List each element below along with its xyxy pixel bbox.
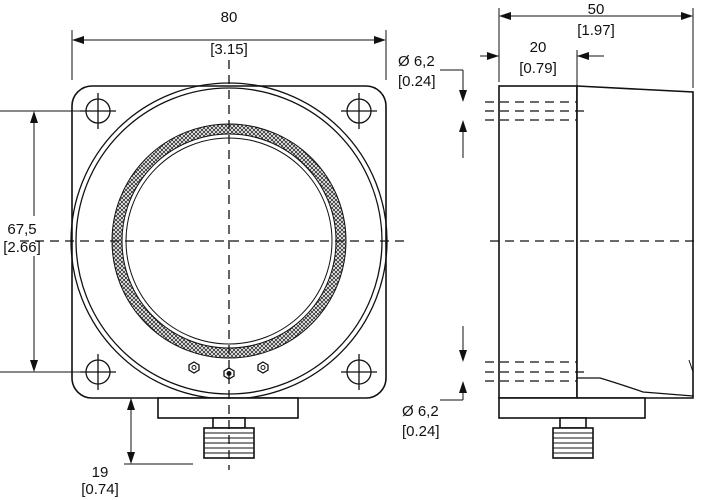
dimension-height: 67,5 [2.66] [0, 110, 86, 373]
dimension-depth-total-imperial: [1.97] [577, 22, 615, 39]
side-rear-bevel [577, 377, 694, 397]
indicator-led-right [257, 361, 269, 374]
indicator-led-left [188, 361, 200, 374]
dimension-depth-front: 20 [0.79] [480, 39, 604, 86]
side-front-section [498, 85, 578, 399]
dimension-depth-total: 50 [1.97] [498, 1, 694, 88]
dimension-hole-top: Ø 6,2 [0.24] [398, 53, 467, 158]
front-view [20, 60, 405, 470]
dimension-width: 80 [3.15] [71, 9, 387, 80]
dimension-connector-imperial: [0.74] [81, 481, 119, 498]
dimension-connector: 19 [0.74] [81, 398, 193, 498]
side-base-plate [498, 397, 646, 419]
dimension-depth-total-metric: 50 [588, 1, 605, 18]
front-base-plate [157, 397, 299, 419]
dimension-depth-front-imperial: [0.79] [519, 60, 557, 77]
dimension-connector-metric: 19 [92, 464, 109, 481]
mount-hole-bottom-right [341, 354, 377, 390]
dimension-width-metric: 80 [221, 9, 238, 26]
dimension-depth-front-metric: 20 [530, 39, 547, 56]
side-view [485, 85, 700, 459]
dimension-width-imperial: [3.15] [210, 41, 248, 58]
dimension-height-imperial: [2.66] [3, 239, 41, 256]
dimension-hole-bottom-metric: Ø 6,2 [402, 403, 439, 420]
mount-hole-top-right [341, 93, 377, 129]
side-rear-notch [688, 359, 694, 373]
dimension-hole-top-metric: Ø 6,2 [398, 53, 435, 70]
dimension-hole-bottom-imperial: [0.24] [402, 423, 440, 440]
dimension-hole-bottom: Ø 6,2 [0.24] [402, 326, 467, 440]
side-connector [552, 417, 594, 459]
dimension-height-metric: 67,5 [7, 221, 36, 238]
dimension-hole-top-imperial: [0.24] [398, 73, 436, 90]
side-rear-section [576, 85, 694, 399]
